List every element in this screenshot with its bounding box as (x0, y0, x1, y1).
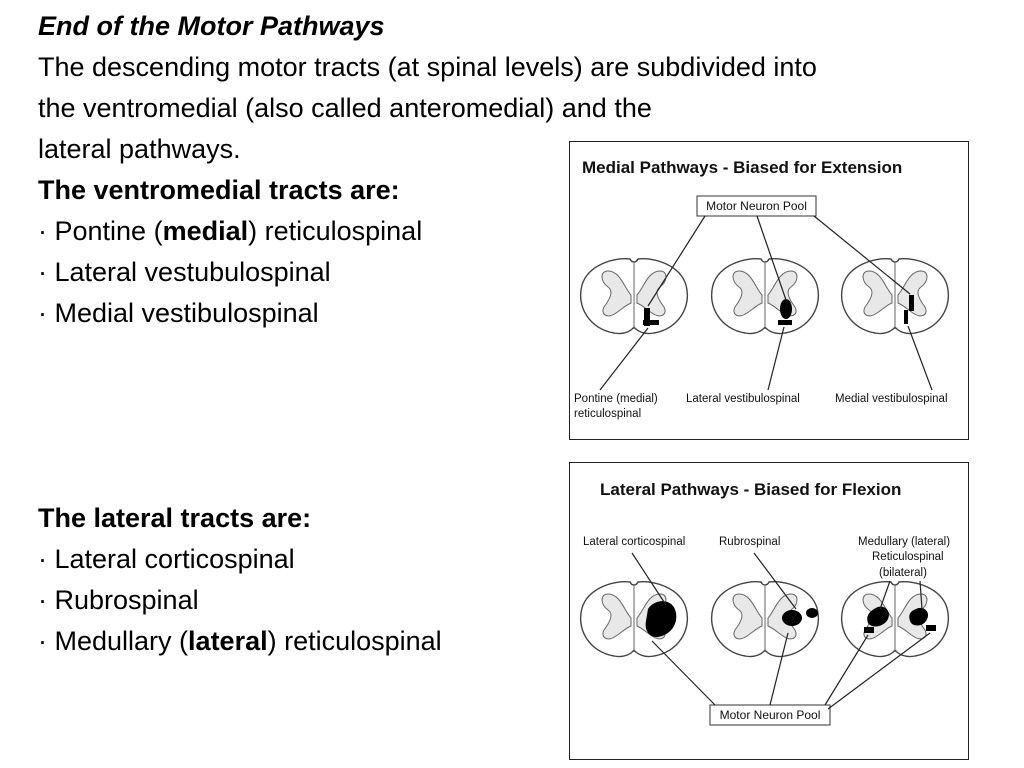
intro-line-1: The descending motor tracts (at spinal l… (38, 52, 817, 82)
lateral-figure-title: Lateral Pathways - Biased for Flexion (600, 480, 901, 499)
pontine-label-line-2: reticulospinal (574, 408, 641, 420)
bullet: · (38, 585, 55, 615)
lateral-corticospinal-tract-mark (645, 601, 677, 638)
lateral-item-corticospinal: · Lateral corticospinal (38, 539, 442, 580)
ventromedial-item-lateral-vestibulospinal: · Lateral vestubulospinal (38, 252, 817, 293)
ventromedial-item-medial-vestibulospinal: · Medial vestibulospinal (38, 293, 817, 334)
spinal-cord-section-3 (840, 258, 950, 335)
lateral-vestibulospinal-tract-mark (778, 299, 792, 325)
bullet: · (38, 257, 55, 287)
item-text: Lateral corticospinal (54, 544, 295, 574)
item-text: Medial vestibulospinal (54, 298, 319, 328)
medial-vestibulospinal-label: Medial vestibulospinal (835, 393, 948, 405)
medial-pathways-figure: Medial Pathways - Biased for Extension M… (569, 141, 969, 440)
rubrospinal-tract-mark (782, 608, 818, 626)
pontine-label-line-1: Pontine (medial) (574, 393, 658, 405)
item-text: Rubrospinal (54, 585, 199, 615)
lateral-heading: The lateral tracts are: (38, 503, 312, 533)
item-text: Lateral vestubulospinal (54, 257, 331, 287)
medullary-label-line-1: Medullary (lateral) (858, 536, 950, 548)
corticospinal-label: Lateral corticospinal (583, 536, 685, 548)
bullet: · (38, 216, 55, 246)
medullary-label-line-2: Reticulospinal (872, 551, 944, 563)
rubrospinal-label: Rubrospinal (719, 536, 780, 548)
lateral-pathways-figure: Lateral Pathways - Biased for Flexion La… (569, 462, 969, 760)
spinal-cord-section-2 (710, 581, 820, 658)
medial-figure-title: Medial Pathways - Biased for Extension (582, 158, 902, 177)
intro-text-block: End of the Motor Pathways The descending… (38, 6, 817, 334)
item-bold-text: medial (162, 216, 249, 246)
spinal-cord-section-2 (710, 258, 820, 335)
intro-line-2: the ventromedial (also called anteromedi… (38, 93, 652, 123)
lateral-text-block: The lateral tracts are: · Lateral cortic… (38, 498, 442, 662)
slide-heading: End of the Motor Pathways (38, 11, 385, 41)
bullet: · (38, 626, 55, 656)
item-text-before: Medullary ( (54, 626, 189, 656)
pontine-tract-mark (643, 308, 659, 326)
ventromedial-heading: The ventromedial tracts are: (38, 175, 400, 205)
item-bold-text: lateral (188, 626, 268, 656)
medullary-reticulospinal-tract-mark (864, 606, 936, 633)
motor-neuron-pool-label: Motor Neuron Pool (706, 199, 807, 213)
bullet: · (38, 298, 55, 328)
medullary-label-line-3: (bilateral) (879, 567, 927, 579)
lateral-item-medullary: · Medullary (lateral) reticulospinal (38, 621, 442, 662)
ventromedial-item-pontine: · Pontine (medial) reticulospinal (38, 211, 817, 252)
lateral-item-rubrospinal: · Rubrospinal (38, 580, 442, 621)
intro-line-3: lateral pathways. (38, 134, 241, 164)
item-text-after: ) reticulospinal (267, 626, 442, 656)
item-text-before: Pontine ( (54, 216, 163, 246)
motor-neuron-pool-label: Motor Neuron Pool (720, 708, 821, 722)
motor-neuron-pool-box (696, 195, 817, 217)
medial-vestibulospinal-tract-mark (904, 295, 914, 324)
item-text-after: ) reticulospinal (248, 216, 423, 246)
spinal-cord-section-3 (840, 581, 950, 658)
lateral-vestibulospinal-label: Lateral vestibulospinal (686, 393, 800, 405)
bullet: · (38, 544, 55, 574)
